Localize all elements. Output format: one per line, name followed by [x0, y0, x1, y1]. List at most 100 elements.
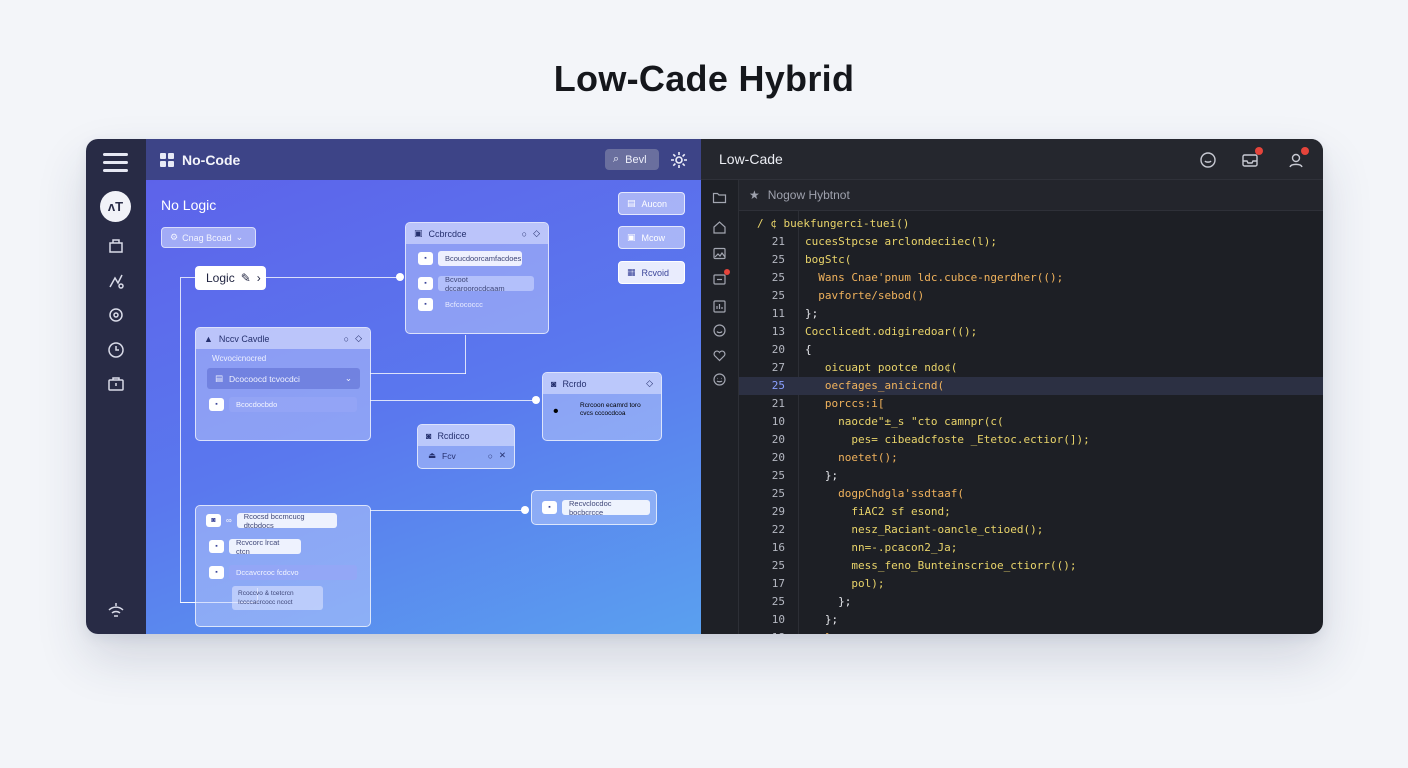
- card-row[interactable]: ▪ Dccavcrcoc fcdcvo: [209, 565, 357, 580]
- diamond-icon[interactable]: ◇: [355, 333, 362, 343]
- card-row[interactable]: ▪ Bcoucdoorcamfacdoes: [418, 251, 522, 266]
- notification-badge: [724, 269, 730, 275]
- app-window: ᴧT No-Code ⌕ Bevl: [86, 139, 1323, 634]
- flow-card-left[interactable]: ▲ Nccv Cavdle ○ ◇ Wcvocicnocred ▤ Dcocoo…: [195, 327, 371, 441]
- message-icon[interactable]: [712, 269, 730, 287]
- flow-dropdown[interactable]: ⚙ Cnag Bcoad ⌄: [161, 227, 256, 248]
- flow-canvas[interactable]: No Logic ⚙ Cnag Bcoad ⌄ ▤ Aucon: [146, 180, 701, 634]
- connector-node[interactable]: [396, 273, 404, 281]
- code-line[interactable]: 25 oecfages_anicicnd(: [739, 377, 1323, 395]
- circle-icon[interactable]: ○: [487, 450, 493, 461]
- lock-icon: ▲: [204, 333, 213, 344]
- gear-icon[interactable]: [106, 305, 126, 325]
- inbox-icon[interactable]: [1241, 147, 1263, 169]
- share-icon[interactable]: [106, 271, 126, 291]
- code-line[interactable]: 25 };: [739, 467, 1323, 485]
- line-number: 18: [739, 629, 785, 634]
- briefcase-icon[interactable]: [106, 374, 126, 394]
- connector-wire: [370, 510, 525, 511]
- avatar[interactable]: ᴧT: [100, 191, 131, 222]
- flow-card-bottom-right[interactable]: ▪ Recvclocdoc bocbcrcce: [531, 490, 657, 525]
- code-line[interactable]: 29 fiAC2 sf esond;: [739, 503, 1323, 521]
- logic-node[interactable]: Logic ✎ ›: [195, 266, 266, 290]
- camera-icon: ◙: [426, 430, 432, 441]
- code-line[interactable]: 11};: [739, 305, 1323, 323]
- editor-tab[interactable]: Nogow Hybtnot: [767, 188, 850, 202]
- folder-icon[interactable]: [106, 236, 126, 256]
- signal-icon[interactable]: [106, 601, 126, 621]
- card-row[interactable]: ▪ Bcvoot dccaroorocdcaam: [418, 275, 534, 293]
- card-row[interactable]: ▪ Rcvcorc lrcat ctcn: [209, 538, 301, 556]
- chart-icon[interactable]: [712, 299, 727, 314]
- code-line[interactable]: 16 nn=-.pcacon2_Ja;: [739, 539, 1323, 557]
- circle-icon[interactable]: ○: [521, 228, 528, 239]
- circle-icon[interactable]: ○: [343, 333, 350, 344]
- row-icon: ▪: [209, 566, 224, 579]
- search-button[interactable]: ⌕ Bevl: [605, 149, 659, 170]
- action-button-2[interactable]: ▣ Mcow: [618, 226, 685, 249]
- heart-icon[interactable]: [712, 348, 727, 363]
- card-row[interactable]: ▪ Bcocdocbdo: [209, 397, 357, 412]
- card-row[interactable]: • Rcrcoon ecamrd toro cvcs cccocdcoa: [553, 400, 647, 422]
- code-line[interactable]: 22 nesz_Raciant-oancle_ctioed();: [739, 521, 1323, 539]
- code-line[interactable]: / ¢ buekfungerci-tuei(): [739, 215, 1323, 233]
- card-note: Rcoccvo & tcetcrcn Iccccacrcocc ncoct: [232, 586, 323, 610]
- settings-icon[interactable]: [670, 151, 688, 169]
- flow-card-top[interactable]: ▣ Ccbrcdce ○ ◇ ▪ Bcoucdoorcamfacdoes ▪ B…: [405, 222, 549, 334]
- star-icon[interactable]: ★: [749, 188, 760, 202]
- card-header: ▣ Ccbrcdce ○ ◇: [406, 223, 548, 244]
- code-line[interactable]: 25 mess_feno_Bunteinscrioe_ctiorr(();: [739, 557, 1323, 575]
- code-line[interactable]: 20 pes= cibeadcfoste _Etetoc.ectior(]);: [739, 431, 1323, 449]
- row-field: Rcrcoon ecamrd toro cvcs cccocdcoa: [580, 402, 641, 417]
- emoji-icon[interactable]: [712, 372, 727, 387]
- flow-card-right[interactable]: ◙ Rcrdo ◇ • Rcrcoon ecamrd toro cvcs ccc…: [542, 372, 662, 441]
- code-line[interactable]: 10 };: [739, 611, 1323, 629]
- code-line[interactable]: 20 noetet();: [739, 449, 1323, 467]
- code-line[interactable]: 21 porccs:i[: [739, 395, 1323, 413]
- code-line[interactable]: 20{: [739, 341, 1323, 359]
- code-line[interactable]: 17 pol);: [739, 575, 1323, 593]
- connector-node[interactable]: [521, 506, 529, 514]
- card-row[interactable]: ▪ Bcfcococcc: [418, 297, 498, 312]
- diamond-icon[interactable]: ◇: [646, 378, 653, 388]
- flow-card-middle[interactable]: ◙ Rcdicco ⏏ Fcv ○ ✕: [417, 424, 515, 469]
- line-number: 11: [771, 307, 785, 320]
- folder-icon[interactable]: [712, 190, 727, 205]
- action-button-3[interactable]: ▦ Rcvoid: [618, 261, 685, 284]
- image-icon[interactable]: [712, 246, 727, 261]
- line-number: 25: [771, 253, 785, 266]
- menu-icon[interactable]: [103, 153, 128, 177]
- home-icon[interactable]: [712, 220, 727, 235]
- card-select[interactable]: ▤ Dcocoocd tcvocdci ⌄: [207, 368, 360, 389]
- smile-icon[interactable]: [712, 323, 727, 338]
- eject-icon: ⏏: [428, 450, 437, 460]
- line-number: 20: [771, 451, 785, 464]
- canvas-title: No Logic: [161, 197, 217, 213]
- close-icon[interactable]: ✕: [498, 450, 506, 460]
- card-row[interactable]: ⏏ Fcv ○ ✕: [428, 450, 506, 461]
- action-button-1[interactable]: ▤ Aucon: [618, 192, 685, 215]
- row-icon: ▪: [418, 298, 433, 311]
- user-icon[interactable]: [1287, 147, 1309, 169]
- connector-node[interactable]: [532, 396, 540, 404]
- flow-card-bottom[interactable]: ◙ ∞ Rcocsd bccmcucg dtcbdocs ▪ Rcvcorc l…: [195, 505, 371, 627]
- diamond-icon[interactable]: ◇: [533, 228, 540, 238]
- code-line[interactable]: 25 dogpChdgla'ssdtaaf(: [739, 485, 1323, 503]
- row-field: Rcvcorc lrcat ctcn: [229, 538, 301, 556]
- row-icon: ▪: [418, 277, 433, 290]
- code-line[interactable]: 27 oicuapt pootce ndo¢(: [739, 359, 1323, 377]
- code-line[interactable]: 25 pavforte/sebod(): [739, 287, 1323, 305]
- code-line[interactable]: 25 };: [739, 593, 1323, 611]
- code-line[interactable]: 25 Wans Cnae'pnum ldc.cubce-ngerdher(();: [739, 269, 1323, 287]
- clock-icon[interactable]: [106, 340, 126, 360]
- card-header: ▲ Nccv Cavdle ○ ◇: [196, 328, 370, 349]
- row-label: Fcv: [442, 450, 456, 461]
- refresh-icon[interactable]: [1199, 151, 1217, 169]
- code-line[interactable]: 18 }: [739, 629, 1323, 634]
- code-line[interactable]: 10 naocde"±_s "cto camnpr(c(: [739, 413, 1323, 431]
- notification-badge: [1301, 147, 1309, 155]
